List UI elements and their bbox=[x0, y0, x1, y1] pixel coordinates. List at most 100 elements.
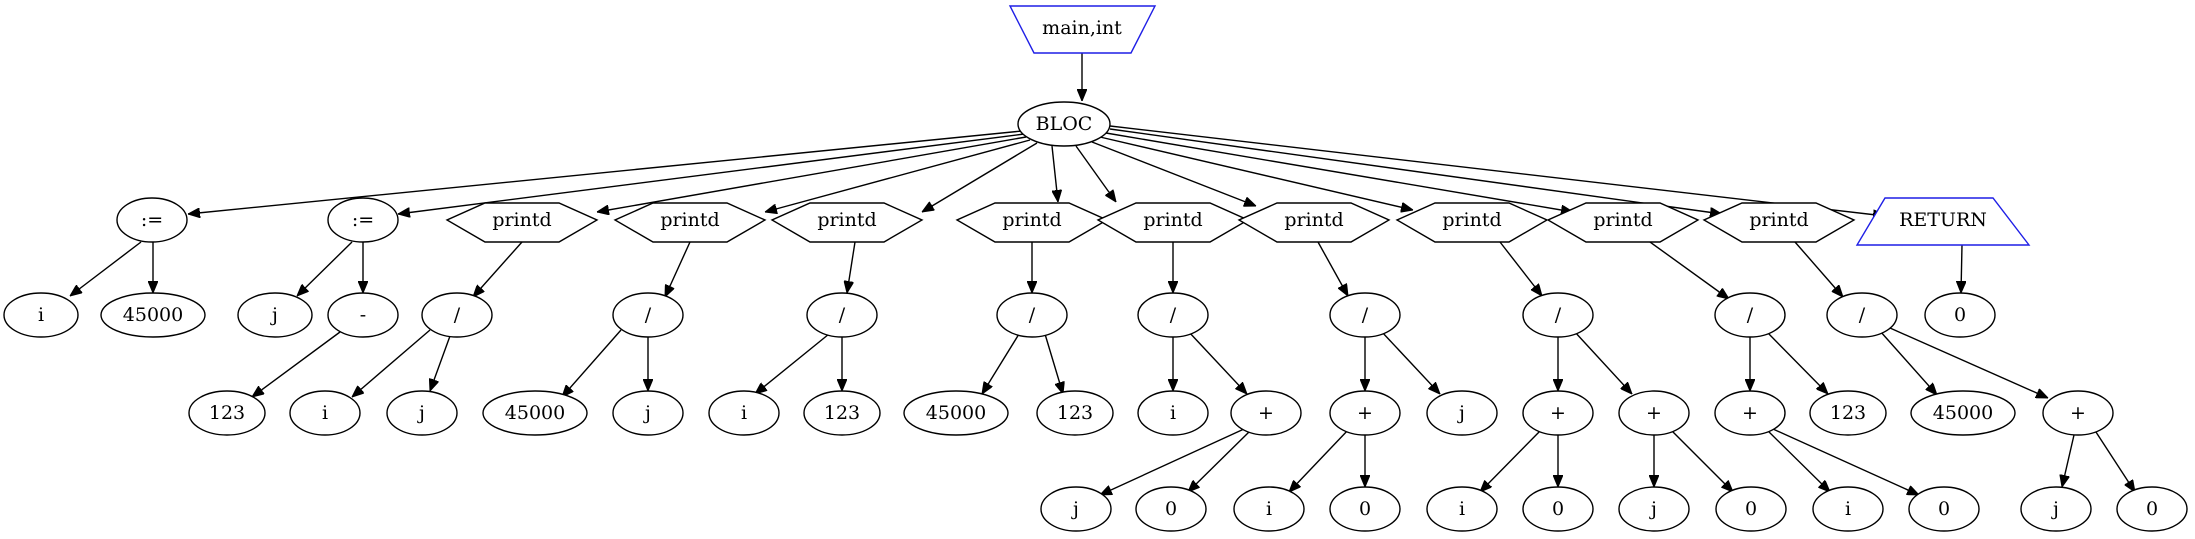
printd-node-label: printd bbox=[660, 209, 719, 231]
edge-arrow bbox=[1961, 244, 1962, 293]
leaf-node-0: 0 bbox=[1924, 292, 1996, 338]
plus-node: + bbox=[1618, 390, 1690, 436]
edge-arrow bbox=[2093, 428, 2135, 492]
assign-node-label: := bbox=[141, 209, 163, 231]
bloc-node-shape bbox=[1017, 101, 1111, 147]
leaf-node-0: 0 bbox=[1715, 486, 1787, 532]
div-node: / bbox=[806, 292, 878, 338]
leaf-node-i: i bbox=[1812, 486, 1884, 532]
bloc-node: BLOC bbox=[1017, 101, 1111, 147]
edge-arrow bbox=[1879, 330, 1937, 395]
edge-arrow bbox=[70, 241, 142, 296]
leaf-node-label: j bbox=[1649, 498, 1657, 520]
edge-arrow bbox=[430, 335, 451, 391]
leaf-node-label: 123 bbox=[1057, 402, 1093, 424]
edge-arrow bbox=[1051, 145, 1058, 202]
operator-node-label: / bbox=[645, 304, 652, 326]
leaf-node-label: j bbox=[1457, 402, 1465, 424]
leaf-node-123: 123 bbox=[1809, 390, 1887, 436]
div-node: / bbox=[612, 292, 684, 338]
printd-node-8: printd bbox=[1546, 202, 1700, 243]
operator-node-label: + bbox=[1258, 402, 1274, 424]
leaf-node-label: i bbox=[1459, 498, 1465, 520]
div-node: / bbox=[1522, 292, 1594, 338]
edge-arrow bbox=[982, 333, 1020, 394]
edge-arrow bbox=[1109, 125, 1885, 216]
leaf-node-label: i bbox=[1266, 498, 1272, 520]
edge-arrow bbox=[1765, 330, 1828, 394]
operator-node-label: / bbox=[1859, 304, 1866, 326]
edge-arrow bbox=[1669, 428, 1733, 492]
leaf-node-j: j bbox=[612, 390, 684, 436]
operator-node-label: / bbox=[1747, 304, 1754, 326]
operator-node-label: + bbox=[1742, 402, 1758, 424]
operator-node-label: / bbox=[1362, 304, 1369, 326]
leaf-node-label: j bbox=[270, 304, 278, 326]
leaf-node-i: i bbox=[1426, 486, 1498, 532]
printd-node-label: printd bbox=[1143, 209, 1202, 231]
edge-arrow bbox=[597, 136, 1027, 212]
edge-arrow bbox=[1044, 333, 1063, 394]
leaf-node-45000: 45000 bbox=[1910, 390, 2016, 436]
edge-arrow bbox=[664, 241, 691, 297]
edge-arrow bbox=[1289, 428, 1350, 492]
leaf-node-i: i bbox=[289, 390, 361, 436]
leaf-node-label: 0 bbox=[1165, 498, 1177, 520]
leaf-node-label: i bbox=[1845, 498, 1851, 520]
leaf-node-123: 123 bbox=[803, 390, 881, 436]
printd-node-label: printd bbox=[1593, 209, 1652, 231]
printd-node-3: printd bbox=[770, 202, 924, 243]
printd-node-label: printd bbox=[1284, 209, 1343, 231]
edge-arrow bbox=[352, 329, 431, 397]
leaf-node-label: i bbox=[741, 402, 747, 424]
plus-node: + bbox=[1522, 390, 1594, 436]
leaf-node-j: j bbox=[1426, 390, 1498, 436]
operator-node-label: / bbox=[454, 304, 461, 326]
printd-node-7: printd bbox=[1395, 202, 1549, 243]
operator-node-label: / bbox=[1555, 304, 1562, 326]
plus-node: + bbox=[1714, 390, 1786, 436]
operator-node-label: + bbox=[2070, 402, 2086, 424]
leaf-node-label: j bbox=[417, 402, 425, 424]
return-node-label: RETURN bbox=[1899, 209, 1987, 231]
operator-node-label: + bbox=[1357, 402, 1373, 424]
edge-arrow bbox=[1105, 132, 1573, 212]
edge-arrow bbox=[765, 139, 1031, 212]
plus-node: + bbox=[2042, 390, 2114, 436]
edge-arrow bbox=[1317, 241, 1348, 296]
leaf-node-label: j bbox=[2051, 498, 2059, 520]
edge-arrow bbox=[755, 333, 830, 394]
leaf-node-label: 45000 bbox=[123, 304, 183, 326]
edge-arrow bbox=[562, 329, 622, 397]
leaf-node-label: 45000 bbox=[926, 402, 986, 424]
assign-node-label: := bbox=[352, 209, 374, 231]
leaf-node-j: j bbox=[237, 292, 313, 338]
div-node: / bbox=[1329, 292, 1401, 338]
printd-node-label: printd bbox=[492, 209, 551, 231]
leaf-node-label: 0 bbox=[1938, 498, 1950, 520]
leaf-node-label: j bbox=[643, 402, 651, 424]
assign-node-2: := bbox=[327, 197, 399, 243]
leaf-node-0: 0 bbox=[1908, 486, 1980, 532]
edge-arrow bbox=[1109, 128, 1722, 214]
bloc-node-label: BLOC bbox=[1036, 113, 1093, 135]
edge-arrow bbox=[1889, 327, 2048, 399]
return-node-shape bbox=[1855, 197, 2031, 246]
leaf-node-i: i bbox=[1233, 486, 1305, 532]
leaf-node-j: j bbox=[1040, 486, 1112, 532]
edges-layer bbox=[70, 53, 2135, 496]
leaf-node-label: i bbox=[38, 304, 44, 326]
edge-arrow bbox=[1380, 330, 1440, 394]
leaf-node-label: 123 bbox=[824, 402, 860, 424]
printd-node-9: printd bbox=[1702, 202, 1856, 243]
edge-arrow bbox=[1075, 145, 1116, 202]
operator-node-label: + bbox=[1646, 402, 1662, 424]
div-node: / bbox=[1826, 292, 1898, 338]
edge-arrow bbox=[1499, 241, 1542, 296]
leaf-node-i: i bbox=[708, 390, 780, 436]
leaf-node-123: 123 bbox=[188, 390, 266, 436]
operator-node-label: - bbox=[360, 304, 366, 326]
leaf-node-0: 0 bbox=[1329, 486, 1401, 532]
leaf-node-j: j bbox=[386, 390, 458, 436]
